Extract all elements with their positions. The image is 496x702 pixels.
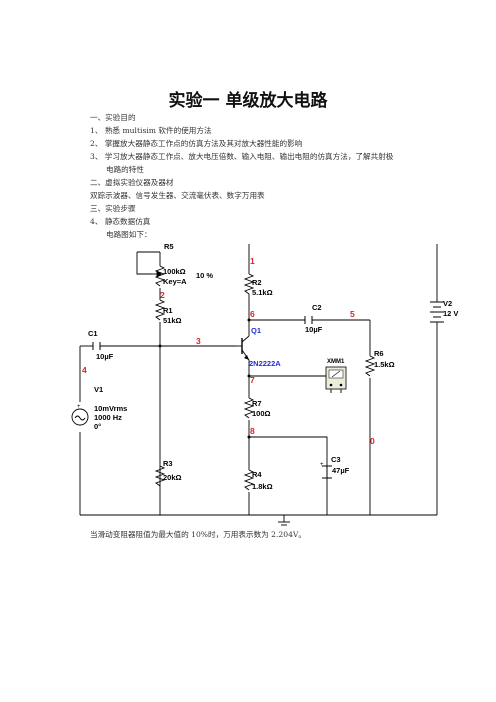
multimeter-xmm1-icon xyxy=(325,366,347,390)
text-line: 3、 学习放大器静态工作点、放大电压倍数、输入电阻、输出电阻的仿真方法，了解共射… xyxy=(90,152,394,161)
label-r2: R2 xyxy=(252,278,262,287)
resistor-r3 xyxy=(154,465,166,487)
text-line: 4、 静态数据仿真 xyxy=(90,217,151,226)
value-c2: 10µF xyxy=(305,325,323,334)
emitter-arrow-icon xyxy=(244,355,249,360)
resistor-r7 xyxy=(243,397,255,419)
value-r2: 5.1kΩ xyxy=(252,288,273,297)
value-r5: 100kΩ xyxy=(163,267,186,276)
node-6: 6 xyxy=(250,309,255,319)
model-q1: 2N2222A xyxy=(249,359,281,368)
resistor-r6 xyxy=(364,355,376,377)
result-text: 当滑动变阻器阻值为最大值的 10%时，万用表示数为 2.204V。 xyxy=(90,530,306,539)
node-8: 8 xyxy=(250,426,255,436)
node-4: 4 xyxy=(82,365,87,375)
text-line: 电路图如下： xyxy=(106,230,152,239)
label-v2: V2 xyxy=(443,299,452,308)
value-c3: 47µF xyxy=(332,466,350,475)
phase-v1: 0° xyxy=(94,422,101,431)
label-r5: R5 xyxy=(164,242,174,251)
potentiometer-wiper-icon xyxy=(152,270,162,278)
label-c2: C2 xyxy=(312,303,322,312)
resistor-r4 xyxy=(243,469,255,491)
resistor-r1 xyxy=(154,299,166,321)
node-0: 0 xyxy=(370,436,375,446)
battery-v2 xyxy=(430,301,444,323)
page-title: 实验一 单级放大电路 xyxy=(168,91,328,111)
capacitor-c1 xyxy=(92,342,101,350)
label-r6: R6 xyxy=(374,349,384,358)
label-r3: R3 xyxy=(163,459,173,468)
value-c1: 10µF xyxy=(96,352,114,361)
key-r5: Key=A xyxy=(163,277,187,286)
value-r1: 51kΩ xyxy=(163,316,182,325)
label-v1: V1 xyxy=(94,385,103,394)
node-7: 7 xyxy=(250,375,255,385)
label-c1: C1 xyxy=(88,329,98,338)
node-3: 3 xyxy=(196,336,201,346)
value-r7: 100Ω xyxy=(252,409,271,418)
percent-r5: 10 % xyxy=(196,271,213,280)
node-5: 5 xyxy=(350,309,355,319)
value-v2: 12 V xyxy=(443,309,458,318)
amplitude-v1: 10mVrms xyxy=(94,404,127,413)
label-r1: R1 xyxy=(163,306,173,315)
value-r3: 20kΩ xyxy=(163,473,182,482)
section-heading-steps: 三、实验步骤 xyxy=(90,204,136,213)
ground-icon xyxy=(278,515,290,526)
frequency-v1: 1000 Hz xyxy=(94,413,122,422)
section-heading-purpose: 一、实验目的 xyxy=(90,113,136,122)
label-r4: R4 xyxy=(252,470,262,479)
label-xmm1: XMM1 xyxy=(327,359,345,365)
svg-text:+: + xyxy=(77,404,81,410)
capacitor-c2 xyxy=(304,316,313,324)
resistor-r5 xyxy=(154,265,166,287)
text-line: 双踪示波器、信号发生器、交流毫伏表、数字万用表 xyxy=(90,191,265,200)
label-q1: Q1 xyxy=(251,326,261,335)
label-c3: C3 xyxy=(331,455,341,464)
value-r6: 1.5kΩ xyxy=(374,360,395,369)
node-2: 2 xyxy=(160,290,165,300)
svg-text:+: + xyxy=(320,462,324,468)
capacitor-c3 xyxy=(322,465,332,479)
value-r4: 1.8kΩ xyxy=(252,482,273,491)
section-heading-equipment: 二、虚拟实验仪器及器材 xyxy=(90,178,174,187)
node-1: 1 xyxy=(250,256,255,266)
text-line: 电路的特性 xyxy=(106,165,144,174)
resistor-r2 xyxy=(243,273,255,300)
text-line: 2、 掌握放大器静态工作点的仿真方法及其对放大器性能的影响 xyxy=(90,139,303,148)
ac-source-v1 xyxy=(71,408,89,426)
text-line: 1、 熟悉 multisim 软件的使用方法 xyxy=(90,126,212,135)
label-r7: R7 xyxy=(252,399,262,408)
